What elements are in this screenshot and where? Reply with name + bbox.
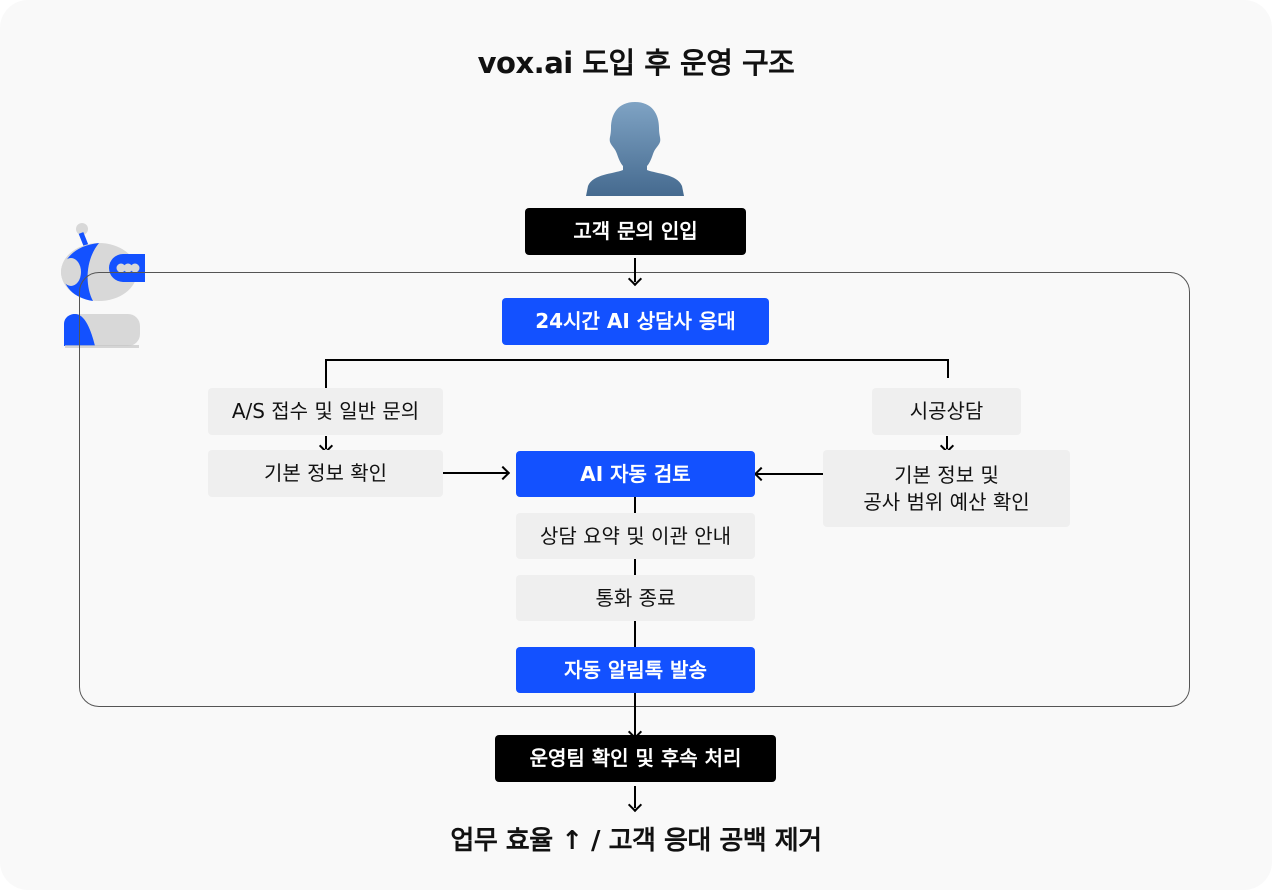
- node-summary-transfer: 상담 요약 및 이관 안내: [516, 513, 755, 559]
- connector: [634, 559, 636, 575]
- node-construction-consult: 시공상담: [872, 388, 1021, 435]
- node-as-general-inquiry: A/S 접수 및 일반 문의: [208, 388, 443, 435]
- connector: [757, 473, 823, 475]
- diagram-title: vox.ai 도입 후 운영 구조: [477, 46, 795, 80]
- node-scope-budget-line1: 기본 정보 및: [894, 462, 999, 487]
- node-basic-info-check: 기본 정보 확인: [208, 450, 443, 497]
- person-silhouette-icon: [586, 102, 684, 196]
- node-scope-budget-line2: 공사 범위 예산 확인: [863, 489, 1030, 514]
- node-alimtalk-send: 자동 알림톡 발송: [516, 647, 755, 693]
- connector: [634, 621, 636, 647]
- arrow-down-icon: [627, 797, 643, 813]
- node-ai-agent: 24시간 AI 상담사 응대: [502, 298, 769, 345]
- connector: [946, 436, 948, 449]
- connector: [634, 786, 636, 808]
- connector: [947, 359, 949, 378]
- connector: [325, 359, 327, 388]
- connector: [634, 693, 636, 735]
- node-ai-auto-review: AI 자동 검토: [516, 451, 755, 497]
- node-customer-inquiry: 고객 문의 인입: [525, 208, 746, 255]
- connector: [325, 436, 327, 449]
- node-call-end: 통화 종료: [516, 575, 755, 621]
- node-scope-budget-check: 기본 정보 및 공사 범위 예산 확인: [823, 450, 1070, 527]
- connector: [634, 497, 636, 513]
- node-ops-team-followup: 운영팀 확인 및 후속 처리: [495, 735, 776, 782]
- connector: [325, 359, 949, 361]
- outcome-summary: 업무 효율 ↑ / 고객 응대 공백 제거: [450, 826, 822, 856]
- connector: [634, 258, 636, 282]
- connector: [443, 472, 507, 474]
